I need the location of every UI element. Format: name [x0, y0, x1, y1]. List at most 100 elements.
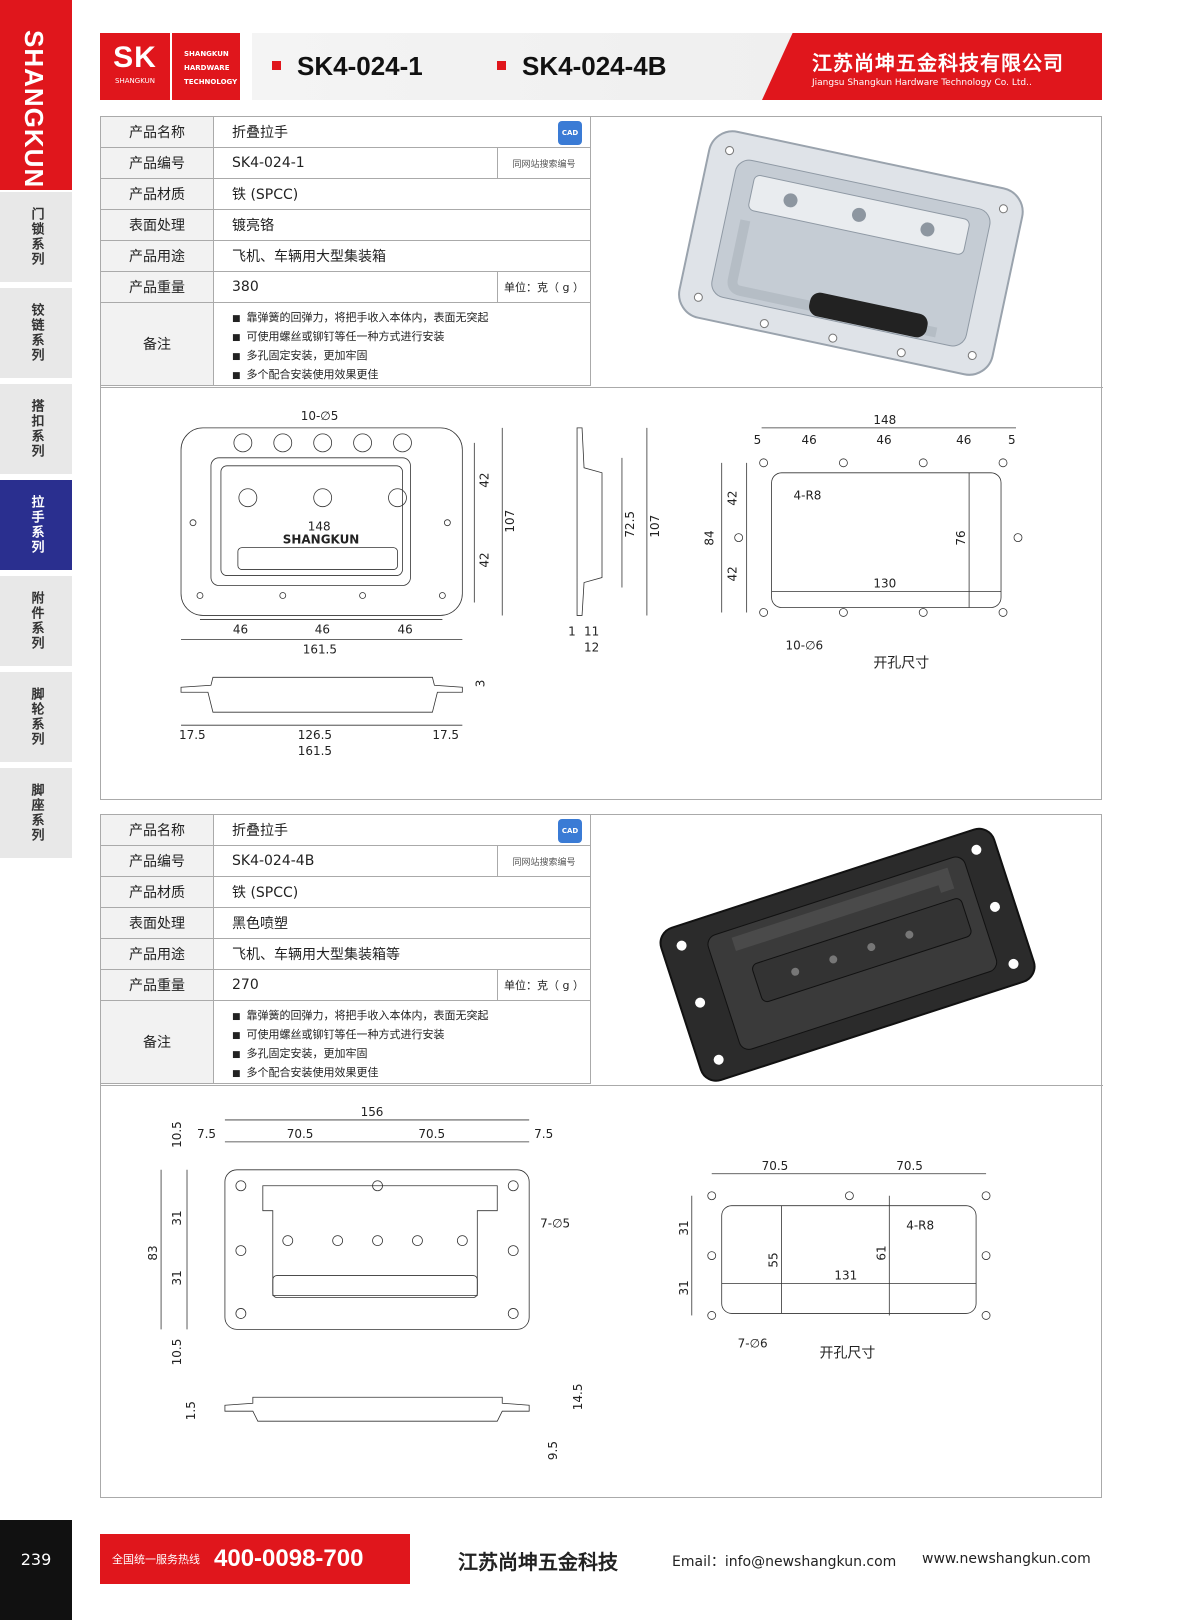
nav-foot[interactable]: 脚座系列 — [0, 768, 72, 858]
nav-label: 门锁系列 — [28, 207, 44, 267]
dim-cut-holes: 7-∅6 — [738, 1336, 768, 1350]
dim-holes: 7-∅5 — [540, 1217, 570, 1231]
unit-label: 单位：克（ g ） — [497, 272, 590, 302]
spec-row-usage: 产品用途 飞机、车辆用大型集装箱等 — [101, 939, 590, 970]
brand-vertical: SHANGKUN — [0, 0, 72, 190]
dim-pitch: 70.5 — [418, 1127, 445, 1141]
spec-row-finish: 表面处理黑色喷塑 — [101, 908, 590, 939]
note-item: 多个配合安装使用效果更佳 — [232, 1064, 489, 1083]
hotline-label: 全国统一服务热线 — [112, 1553, 200, 1566]
nav-accessory[interactable]: 附件系列 — [0, 576, 72, 666]
dim-side: 1 — [568, 624, 576, 638]
page-footer: 全国统一服务热线 400-0098-700 江苏尚坤五金科技 Email：inf… — [100, 1534, 1102, 1584]
name-value: 折叠拉手 — [232, 823, 288, 839]
dim-side: 14.5 — [571, 1384, 585, 1411]
nav-label: 脚轮系列 — [28, 687, 44, 747]
dim-v: 31 — [170, 1270, 184, 1285]
dim-cut-h: 42 — [726, 490, 740, 505]
dim-cut-inner-h: 55 — [767, 1252, 781, 1267]
logo-word: HARDWARE — [184, 64, 230, 72]
dim-cut-pitch: 70.5 — [896, 1159, 923, 1173]
dim-v: 31 — [170, 1210, 184, 1225]
bullet-icon — [497, 60, 506, 70]
footer-company: 江苏尚坤五金科技 — [458, 1550, 618, 1574]
dim-width: 156 — [361, 1105, 384, 1119]
spec-table: 产品名称 折叠拉手 CAD 产品编号 SK4-024-4B 同网站搜索编号 产品材质铁 … — [101, 815, 591, 1084]
dim-pitch: 7.5 — [534, 1127, 553, 1141]
dim-bottom: 126.5 — [298, 728, 332, 742]
spec-label: 产品名称 — [101, 117, 214, 147]
name-value: 折叠拉手 — [232, 125, 288, 141]
nav-door-lock[interactable]: 门锁系列 — [0, 192, 72, 282]
search-hint: 同网站搜索编号 — [497, 148, 590, 178]
dim-spacing: 46 — [233, 622, 248, 636]
finish-value: 镀亮铬 — [232, 218, 274, 234]
dim-bottom: 17.5 — [179, 728, 206, 742]
handle-brand-text: SHANGKUN — [283, 533, 360, 547]
note-item: 多孔固定安装，更加牢固 — [232, 1045, 489, 1064]
search-hint: 同网站搜索编号 — [497, 846, 590, 876]
spec-row-finish: 表面处理镀亮铬 — [101, 210, 590, 241]
dim-v: 10.5 — [170, 1339, 184, 1366]
dim-v: 10.5 — [170, 1121, 184, 1148]
sk-logo: SK SHANGKUN — [100, 33, 170, 100]
nav-latch[interactable]: 搭扣系列 — [0, 384, 72, 474]
logo-mark: SK — [113, 41, 157, 74]
dim-cut-pitch: 46 — [876, 433, 891, 447]
dim-cut-total-h: 84 — [703, 530, 717, 545]
nav-caster[interactable]: 脚轮系列 — [0, 672, 72, 762]
dim-cut-h: 42 — [726, 566, 740, 581]
dim-top-holes: 10-∅5 — [301, 409, 339, 423]
nav-label: 拉手系列 — [28, 495, 44, 555]
spec-label: 产品重量 — [101, 970, 214, 1000]
footer-website[interactable]: www.newshangkun.com — [922, 1551, 1091, 1567]
dim-side: 11 — [584, 624, 599, 638]
hotline-box: 全国统一服务热线 400-0098-700 — [100, 1534, 410, 1584]
spec-row-weight: 产品重量 270 单位：克（ g ） — [101, 970, 590, 1001]
spec-label: 产品编号 — [101, 846, 214, 876]
page-number: 239 — [0, 1520, 72, 1620]
page-header: SK SHANGKUN SHANGKUN HARDWARE TECHNOLOGY… — [100, 33, 1102, 100]
nav-label: 搭扣系列 — [28, 399, 44, 459]
model-text: SK4-024-4B — [522, 51, 667, 81]
spec-label: 产品用途 — [101, 939, 214, 969]
dim-spacing: 46 — [315, 622, 330, 636]
nav-handle[interactable]: 拉手系列 — [0, 480, 72, 570]
note-item: 靠弹簧的回弹力，将把手收入本体内，表面无突起 — [232, 1007, 489, 1026]
dim-cut-pitch: 5 — [1008, 433, 1016, 447]
dim-cut-h2: 61 — [874, 1245, 888, 1260]
nav-hinge[interactable]: 铰链系列 — [0, 288, 72, 378]
company-name-en: Jiangsu Shangkun Hardware Technology Co.… — [812, 78, 1032, 88]
spec-label: 产品名称 — [101, 815, 214, 845]
model-bar: SK4-024-1 SK4-024-4B 江苏尚坤五金科技有限公司 Jiangs… — [252, 33, 1102, 100]
weight-value: 270 — [232, 977, 259, 993]
spec-row-usage: 产品用途飞机、车辆用大型集装箱 — [101, 241, 590, 272]
company-banner: 江苏尚坤五金科技有限公司 Jiangsu Shangkun Hardware T… — [762, 33, 1102, 100]
cad-icon[interactable]: CAD — [558, 121, 582, 145]
dim-cut-pitch: 46 — [802, 433, 817, 447]
unit-label: 单位：克（ g ） — [497, 970, 590, 1000]
hotline-number[interactable]: 400-0098-700 — [214, 1545, 364, 1572]
nav-label: 脚座系列 — [28, 783, 44, 843]
notes-list: 靠弹簧的回弹力，将把手收入本体内，表面无突起 可使用螺丝或铆钉等任一种方式进行安… — [214, 1001, 489, 1083]
spec-row-code: 产品编号 SK4-024-4B 同网站搜索编号 — [101, 846, 590, 877]
cad-icon[interactable]: CAD — [558, 819, 582, 843]
dim-spacing: 46 — [397, 622, 412, 636]
spec-value: 折叠拉手 CAD — [214, 117, 590, 147]
logo-word: TECHNOLOGY — [184, 78, 238, 86]
spec-row-material: 产品材质铁 (SPCC) — [101, 877, 590, 908]
usage-value: 飞机、车辆用大型集装箱等 — [232, 947, 400, 963]
dim-cut-inner-h: 76 — [954, 530, 968, 545]
material-value: 铁 (SPCC) — [232, 885, 299, 901]
dim-bottom: 161.5 — [298, 744, 332, 758]
dim-cut-pitch: 5 — [754, 433, 762, 447]
code-value: SK4-024-4B — [232, 853, 315, 869]
finish-value: 黑色喷塑 — [232, 916, 288, 932]
dim-bottom: 17.5 — [432, 728, 459, 742]
dim-cut-radius: 4-R8 — [906, 1219, 934, 1233]
weight-value: 380 — [232, 279, 259, 295]
brand-vertical-text: SHANGKUN — [19, 30, 49, 189]
footer-email[interactable]: Email：info@newshangkun.com — [672, 1554, 897, 1570]
